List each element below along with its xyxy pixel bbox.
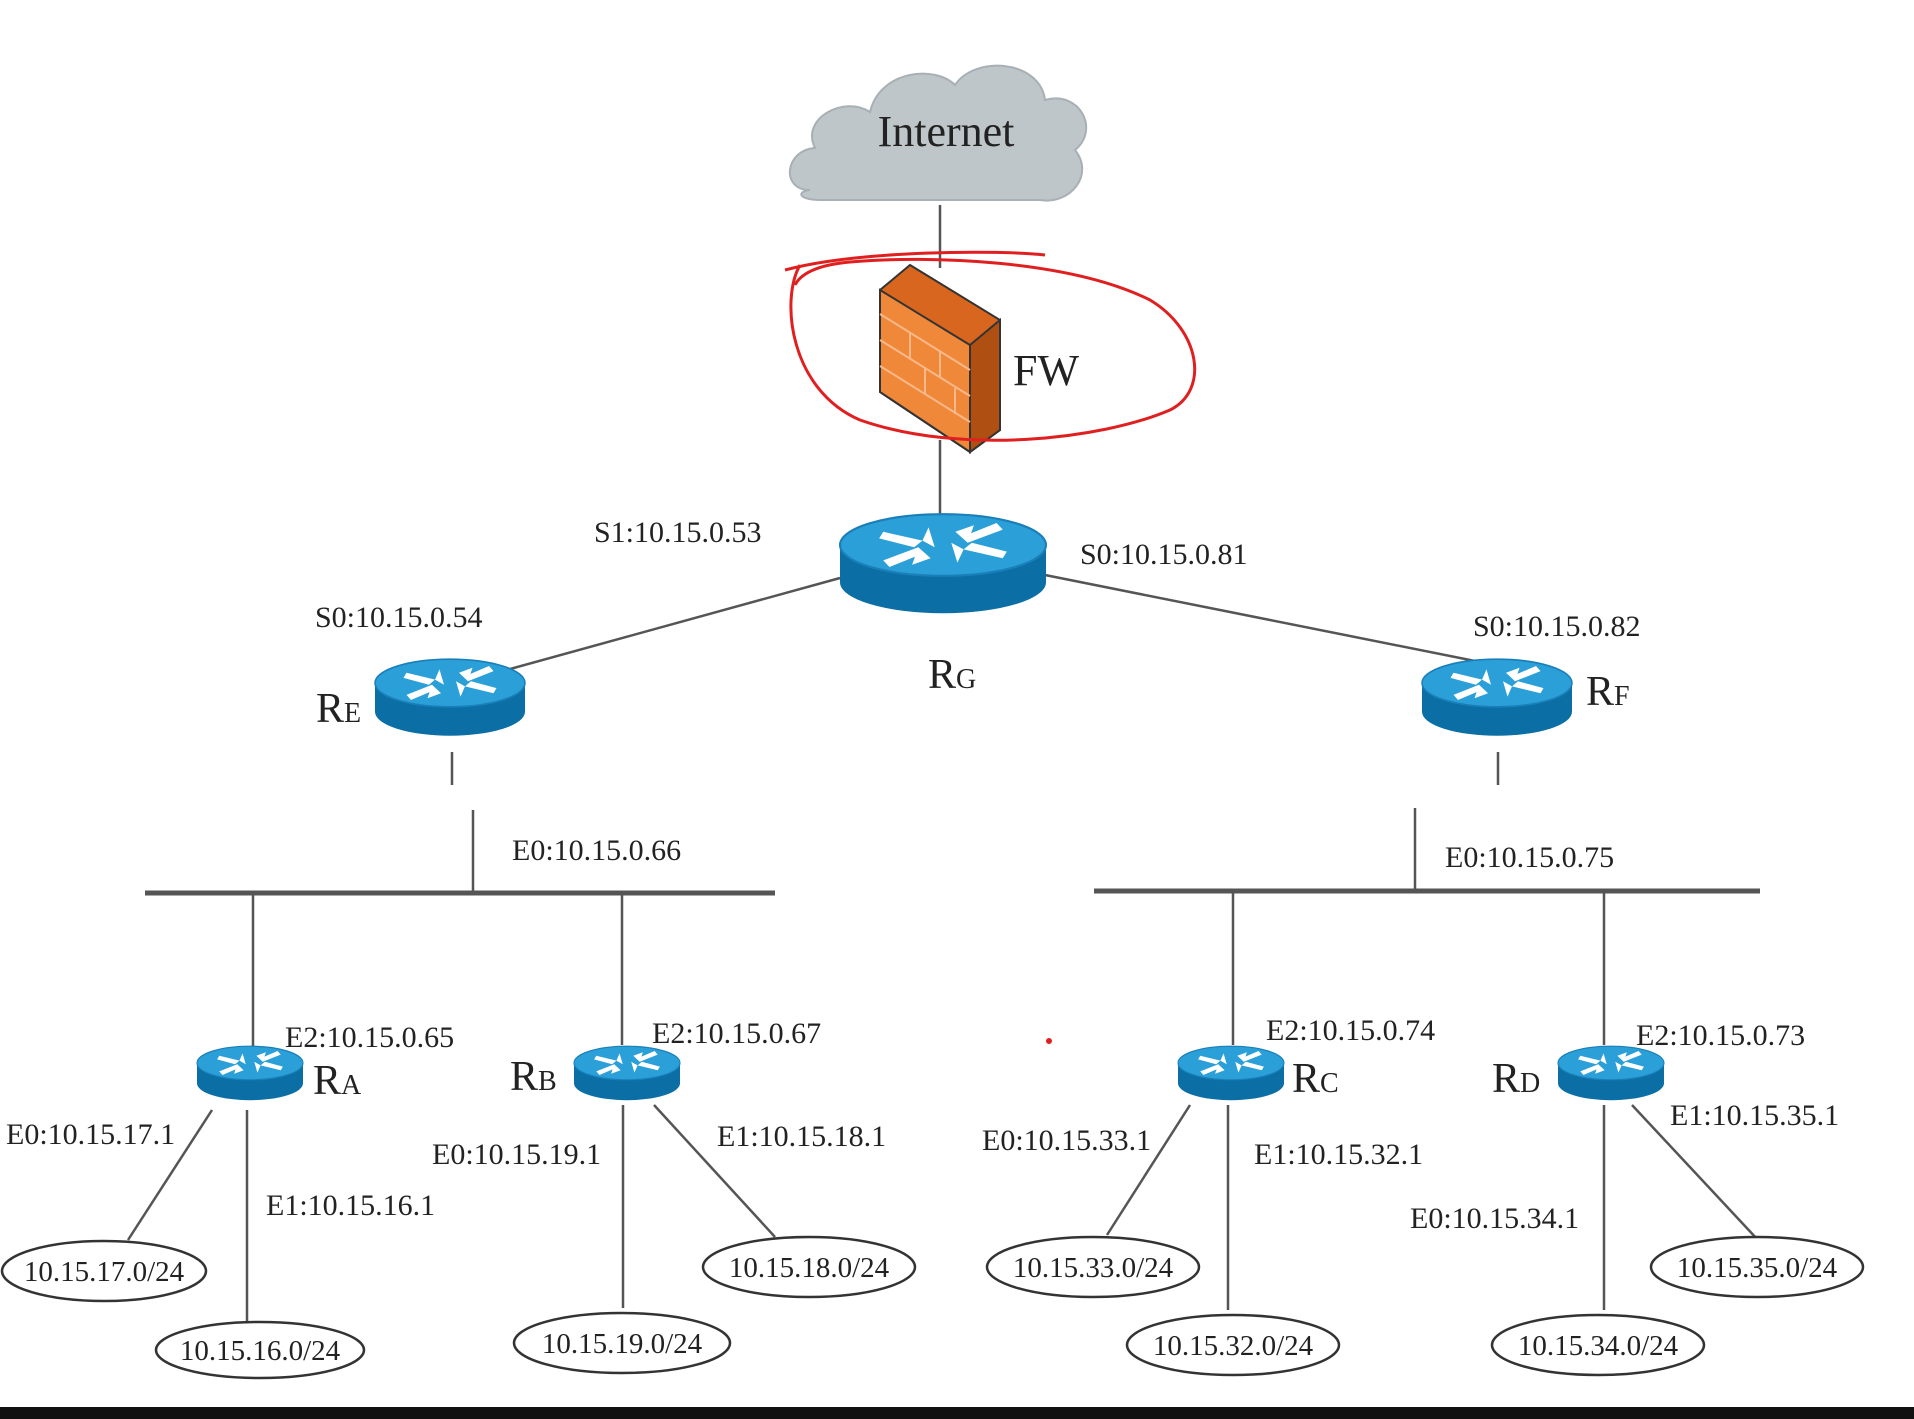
network-n33: 10.15.33.0/24	[985, 1235, 1201, 1299]
router-ra-label: RA	[313, 1058, 362, 1104]
rb-to-n18	[653, 1104, 776, 1238]
svg-text:10.15.18.0/24: 10.15.18.0/24	[729, 1252, 890, 1284]
ra-to-n17	[126, 1109, 214, 1241]
internet-label: Internet	[878, 107, 1015, 156]
router-re-label: RE	[316, 686, 361, 732]
svg-text:10.15.16.0/24: 10.15.16.0/24	[180, 1335, 341, 1367]
iface-rb-e0: E0:10.15.19.1	[432, 1138, 601, 1171]
bottom-border-bar	[0, 1407, 1914, 1419]
router-rd-label: RD	[1492, 1056, 1540, 1102]
iface-rc-e0: E0:10.15.33.1	[982, 1124, 1151, 1157]
iface-rf-s0: S0:10.15.0.82	[1473, 610, 1641, 643]
router-rg-icon	[838, 513, 1048, 615]
network-n19: 10.15.19.0/24	[512, 1311, 732, 1375]
rc-to-n33	[1105, 1104, 1192, 1236]
iface-re-s0: S0:10.15.0.54	[315, 601, 483, 634]
router-ra-icon	[196, 1045, 304, 1101]
svg-text:10.15.32.0/24: 10.15.32.0/24	[1153, 1330, 1314, 1362]
red-dot	[1046, 1038, 1052, 1044]
iface-rb-e1: E1:10.15.18.1	[717, 1120, 886, 1153]
network-n34: 10.15.34.0/24	[1490, 1313, 1706, 1377]
link-rg-re	[469, 576, 841, 682]
firewall-icon	[879, 263, 1001, 454]
iface-rf-e0: E0:10.15.0.75	[1445, 841, 1614, 874]
router-rd-icon	[1557, 1045, 1665, 1101]
iface-rd-e2: E2:10.15.0.73	[1636, 1019, 1805, 1052]
red-annotation-circle	[784, 250, 1197, 442]
iface-rd-e1: E1:10.15.35.1	[1670, 1099, 1839, 1132]
iface-rc-e2: E2:10.15.0.74	[1266, 1014, 1435, 1047]
iface-rd-e0: E0:10.15.34.1	[1410, 1202, 1579, 1235]
iface-rb-e2: E2:10.15.0.67	[652, 1017, 821, 1050]
router-rb-label: RB	[510, 1054, 557, 1100]
rd-to-n35	[1631, 1104, 1759, 1241]
iface-rg-s1: S1:10.15.0.53	[594, 516, 762, 549]
svg-text:10.15.35.0/24: 10.15.35.0/24	[1677, 1252, 1838, 1284]
svg-text:10.15.33.0/24: 10.15.33.0/24	[1013, 1252, 1174, 1284]
iface-rc-e1: E1:10.15.32.1	[1254, 1138, 1423, 1171]
network-n17: 10.15.17.0/24	[0, 1239, 208, 1303]
firewall-label: FW	[1013, 346, 1079, 395]
iface-ra-e2: E2:10.15.0.65	[285, 1021, 454, 1054]
router-rb-icon	[573, 1045, 681, 1101]
router-rf-label: RF	[1586, 669, 1630, 715]
router-rc-label: RC	[1292, 1056, 1339, 1102]
internet-cloud: Internet	[788, 64, 1088, 202]
iface-ra-e1: E1:10.15.16.1	[266, 1189, 435, 1222]
network-n32: 10.15.32.0/24	[1125, 1313, 1341, 1377]
svg-text:10.15.17.0/24: 10.15.17.0/24	[24, 1256, 185, 1288]
network-n35: 10.15.35.0/24	[1649, 1235, 1865, 1299]
iface-re-e0: E0:10.15.0.66	[512, 834, 681, 867]
router-rg-label: RG	[928, 652, 976, 698]
network-n16: 10.15.16.0/24	[154, 1320, 366, 1380]
svg-text:10.15.19.0/24: 10.15.19.0/24	[542, 1328, 703, 1360]
router-rf-icon	[1421, 658, 1573, 737]
iface-ra-e0: E0:10.15.17.1	[6, 1118, 175, 1151]
link-rg-rf	[1044, 573, 1496, 667]
network-n18: 10.15.18.0/24	[701, 1235, 917, 1299]
router-rc-icon	[1177, 1045, 1285, 1101]
router-re-icon	[374, 658, 526, 737]
svg-text:10.15.34.0/24: 10.15.34.0/24	[1518, 1330, 1679, 1362]
iface-rg-s0: S0:10.15.0.81	[1080, 538, 1248, 571]
